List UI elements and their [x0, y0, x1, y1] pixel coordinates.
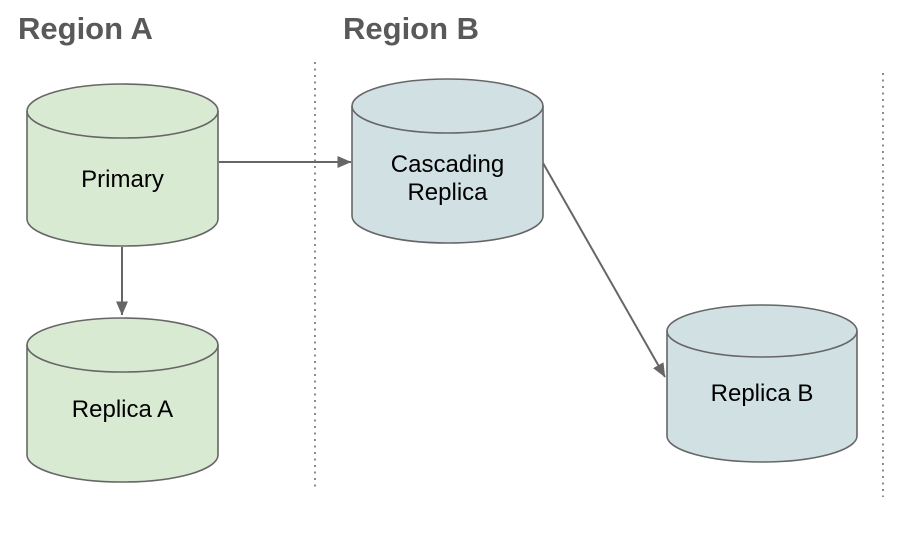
primary-cylinder-shape	[26, 83, 219, 247]
cascading-replica-node: Cascading Replica	[351, 78, 544, 244]
cascading-replica-node-label-line1: Cascading	[391, 151, 504, 178]
cascading-replica-cylinder-top-rim	[351, 105, 544, 134]
edge-cascading-replica-to-replica-b	[542, 162, 666, 378]
replica-a-node-label: Replica A	[72, 396, 173, 423]
replica-a-cylinder-top-rim	[26, 344, 219, 373]
replica-a-cylinder-shape	[26, 317, 219, 483]
cascading-replica-node-label-line2: Replica	[407, 179, 488, 206]
region-a-label: Region A	[18, 11, 153, 46]
replica-b-node-label: Replica B	[711, 380, 814, 407]
replica-b-cylinder-top-rim	[666, 330, 858, 358]
primary-node: Primary	[26, 83, 219, 247]
primary-node-label: Primary	[81, 166, 164, 193]
replica-b-cylinder-shape	[666, 304, 858, 463]
primary-cylinder-top-rim	[26, 110, 219, 139]
replica-b-node: Replica B	[666, 304, 858, 463]
cascading-replica-cylinder-shape	[351, 78, 544, 244]
replica-a-node: Replica A	[26, 317, 219, 483]
region-b-label: Region B	[343, 11, 479, 46]
